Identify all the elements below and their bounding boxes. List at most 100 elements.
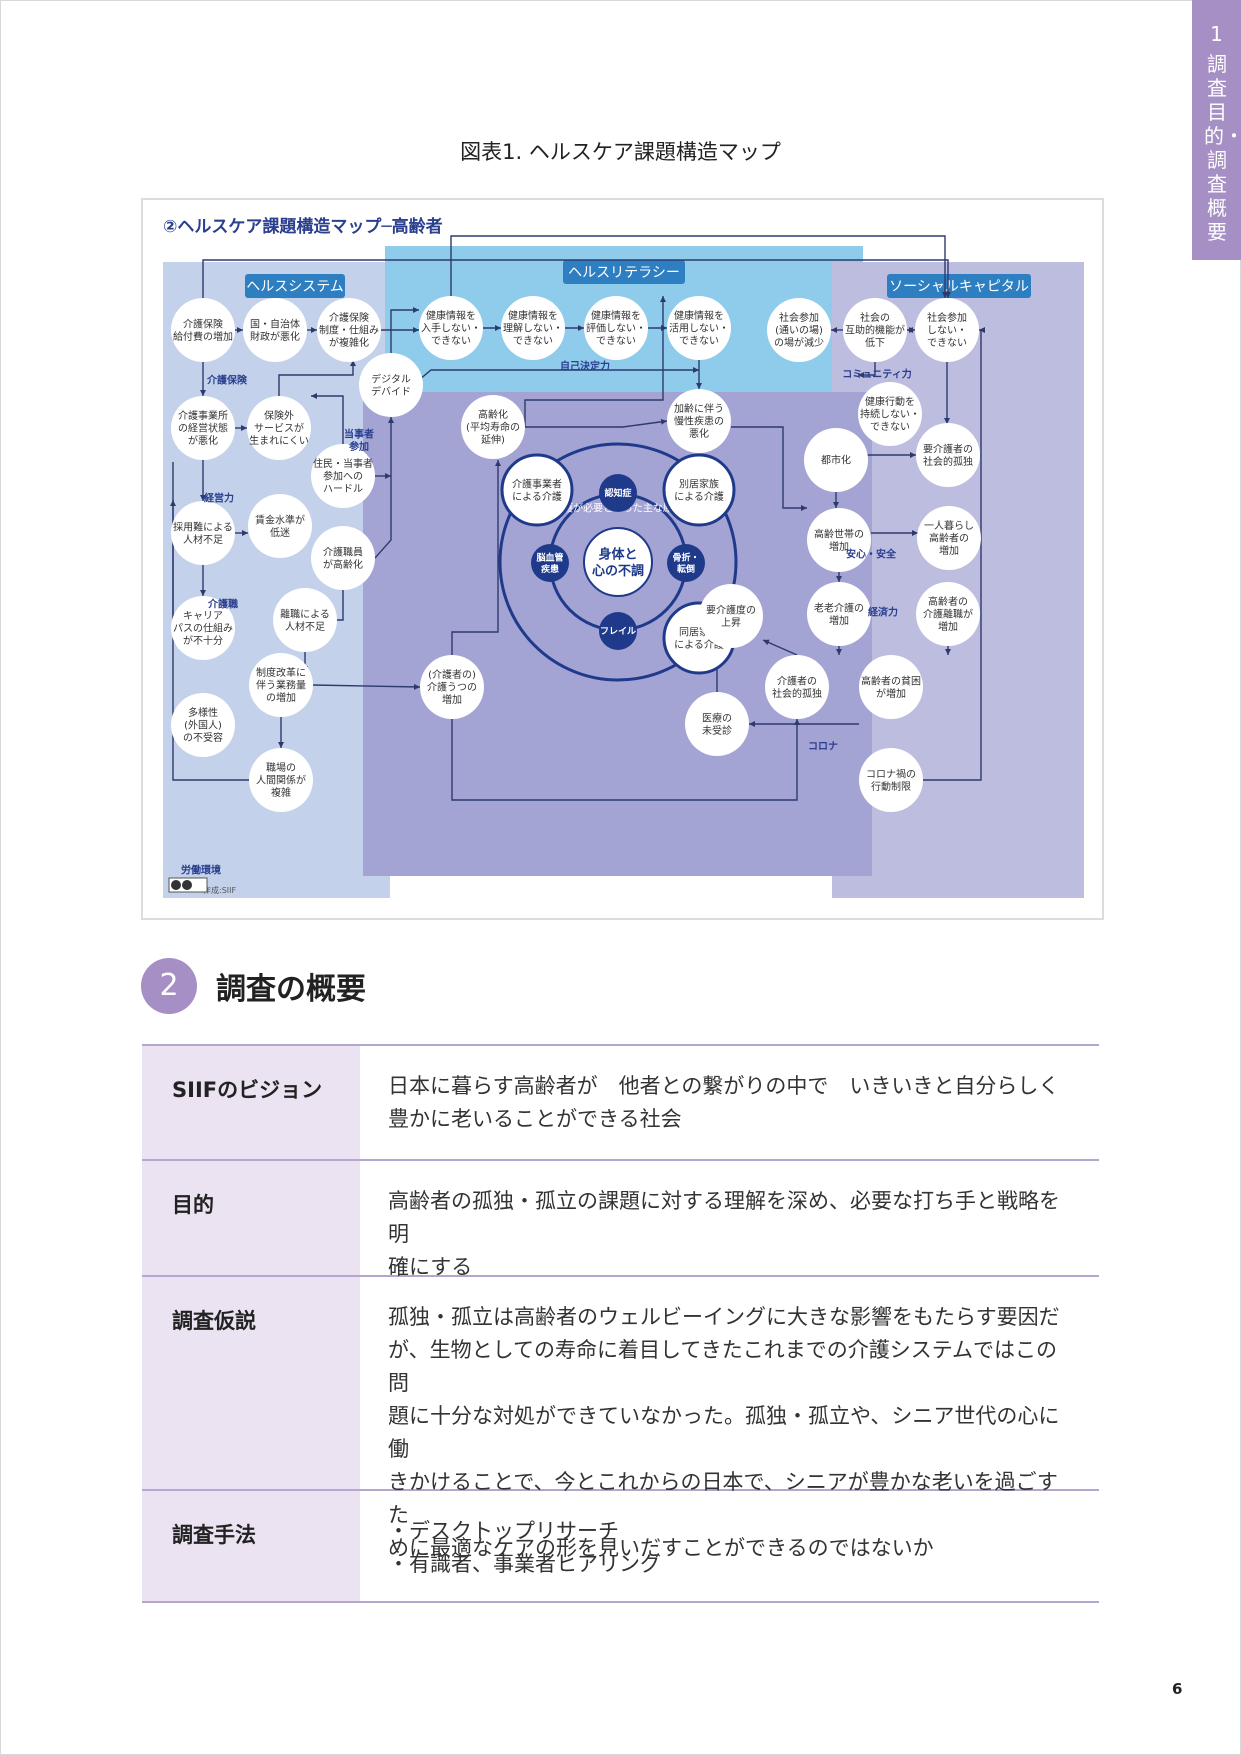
row-line: 孤独・孤立は高齢者のウェルビーイングに大きな影響をもたらす要因だ: [388, 1305, 1060, 1329]
section-number-badge: 2: [141, 958, 197, 1014]
cause-frailty: [599, 612, 637, 650]
issue-node: 加齢に伴う慢性疾患の悪化: [667, 389, 731, 453]
center-diagram: 身体と心の不調介護が必要となった主な原因認知症脳血管疾患骨折・転倒フレイル介護事…: [498, 442, 738, 682]
issue-node-label: 介護保険制度・仕組みが複雑化: [319, 311, 379, 349]
issue-node: 制度改革に伴う業務量の増加: [249, 653, 313, 717]
issue-node: 要介護度の上昇: [699, 584, 763, 648]
issue-node: 介護事業所の経営状態が悪化: [171, 396, 235, 460]
issue-node-circle: [859, 748, 923, 812]
issue-node-circle: [171, 298, 235, 362]
row-line: 確にする: [388, 1255, 473, 1279]
zone-label-kaigo-hoken: 介護保険: [206, 374, 248, 387]
issue-node-label: 医療の未受診: [702, 711, 732, 737]
issue-node-circle: [917, 506, 981, 570]
cause-stroke: [531, 544, 569, 582]
issue-node-circle: [273, 588, 337, 652]
carer-provider-label: 介護事業者による介護: [512, 477, 562, 503]
map-connector: [525, 418, 668, 428]
zone-label-keizai: 経済力: [868, 606, 898, 619]
issue-node: 高齢者の介護離職が増加: [916, 582, 980, 646]
map-connector: [450, 235, 948, 298]
chapter-label: 調査目的・調査概要: [1204, 52, 1241, 244]
issue-node: 住民・当事者参加へのハードル: [311, 444, 375, 508]
carer-separate: [662, 453, 736, 527]
zone-label-tojisha-sanka: 当事者参加: [344, 427, 374, 453]
row-line: 日本に暮らす高齢者が 他者との繋がりの中で いきいきと自分らしく: [388, 1074, 1060, 1098]
map-connector: [278, 360, 356, 396]
issue-node-circle: [171, 501, 235, 565]
map-connector: [202, 259, 951, 298]
issue-node: 介護者の社会的孤独: [765, 655, 829, 719]
row-line: 高齢者の孤独・孤立の課題に対する理解を深め、必要な打ち手と戦略を明: [388, 1189, 1060, 1246]
map-connector: [312, 683, 421, 690]
tab-social-capital: [887, 274, 1031, 298]
cc-license-badge: [168, 877, 208, 893]
page-number: 6: [1172, 1680, 1183, 1698]
issue-node-label: 離職による人材不足: [280, 607, 330, 633]
zone-label-community: コミュニティ力: [842, 368, 911, 381]
map-zone-labels: 介護保険当事者参加経営力介護職労働環境自己決定力コミュニティ力安心・安全経済力コ…: [181, 360, 912, 895]
issue-node-circle: [171, 396, 235, 460]
tab-health-system: [245, 274, 345, 298]
issue-node-circle: [685, 692, 749, 756]
issue-node-label: 要介護度の上昇: [706, 603, 756, 629]
issue-node: 要介護者の社会的孤独: [916, 423, 980, 487]
issue-node-circle: [461, 395, 525, 459]
issue-node: 介護保険制度・仕組みが複雑化: [317, 298, 381, 362]
issue-node-circle: [249, 653, 313, 717]
tab-health-literacy-label: ヘルスリテラシー: [568, 265, 680, 281]
map-connector: [311, 393, 344, 444]
row-line: が、生物としての寿命に着目してきたこれまでの介護システムではこの問: [388, 1338, 1058, 1395]
issue-node-circle: [248, 494, 312, 558]
issue-node: 健康行動を持続しない・できない: [858, 382, 922, 446]
issue-node-circle: [501, 296, 565, 360]
issue-node-label: 加齢に伴う慢性疾患の悪化: [674, 402, 724, 440]
row-line: 題に十分な対処ができていなかった。孤独・孤立や、シニア世代の心に働: [388, 1404, 1060, 1461]
map-connector: [374, 417, 394, 559]
chapter-number: 1: [1210, 22, 1223, 46]
issue-node-circle: [843, 298, 907, 362]
issue-node: コロナ禍の行動制限: [859, 748, 923, 812]
issue-node-label: 社会の互助的機能が低下: [845, 311, 905, 349]
issue-node: キャリアパスの仕組みが不十分: [171, 596, 235, 660]
core-circle: [583, 527, 653, 597]
tab-health-literacy: [563, 260, 685, 284]
row-key: 調査手法: [142, 1491, 360, 1601]
issue-node-circle: [915, 298, 979, 362]
zone-label-keieiryoku: 経営力: [204, 492, 234, 505]
issue-node-label: 採用難による人材不足: [173, 520, 233, 546]
issue-node: 健康情報を理解しない・できない: [501, 296, 565, 360]
issue-node: 社会の互助的機能が低下: [843, 298, 907, 362]
issue-node: 保険外サービスが生まれにくい: [247, 396, 311, 460]
issue-node-circle: [765, 655, 829, 719]
issue-node-label: 介護保険給付費の増加: [173, 317, 233, 343]
row-key: 目的: [142, 1161, 360, 1275]
issue-node: 健康情報を活用しない・できない: [667, 296, 731, 360]
issue-node-circle: [317, 298, 381, 362]
issue-node: 介護保険給付費の増加: [171, 298, 235, 362]
chapter-tab[interactable]: 1 調査目的・調査概要: [1192, 0, 1241, 260]
map-title: ②ヘルスケア課題構造マップ─高齢者: [163, 216, 443, 237]
issue-map-diagram: ヘルスシステム ヘルスリテラシー ソーシャルキャピタル ②ヘルスケア課題構造マッ…: [163, 216, 1084, 898]
issue-node-label: 健康情報を活用しない・できない: [669, 309, 729, 347]
issue-node-circle: [767, 298, 831, 362]
row-line: ・有識者、事業者ヒアリング: [388, 1552, 661, 1576]
issue-node-circle: [858, 382, 922, 446]
issue-node: デジタルデバイド: [359, 353, 423, 417]
zone-label-jiko-kettei: 自己決定力: [560, 360, 610, 373]
overview-row-vision: SIIFのビジョン 日本に暮らす高齢者が 他者との繋がりの中で いきいきと自分ら…: [142, 1046, 1099, 1161]
issue-node-label: 社会参加しない・できない: [927, 311, 967, 349]
map-connector: [731, 426, 807, 511]
cause-dementia-label: 認知症: [604, 487, 631, 499]
issue-node-circle: [807, 508, 871, 572]
carer-provider: [500, 453, 574, 527]
issue-node-label: 職場の人間関係が複雑: [256, 761, 306, 799]
issue-node: 社会参加しない・できない: [915, 298, 979, 362]
carer-separate-label: 別居家族による介護: [674, 477, 724, 503]
core-label: 身体と心の不調: [592, 547, 644, 579]
issue-node-circle: [916, 423, 980, 487]
zone-label-corona: コロナ: [808, 741, 838, 753]
issue-node: (介護者の)介護うつの増加: [420, 655, 484, 719]
cause-frailty-label: フレイル: [600, 626, 636, 637]
row-value: 高齢者の孤独・孤立の課題に対する理解を深め、必要な打ち手と戦略を明 確にする: [360, 1161, 1099, 1279]
